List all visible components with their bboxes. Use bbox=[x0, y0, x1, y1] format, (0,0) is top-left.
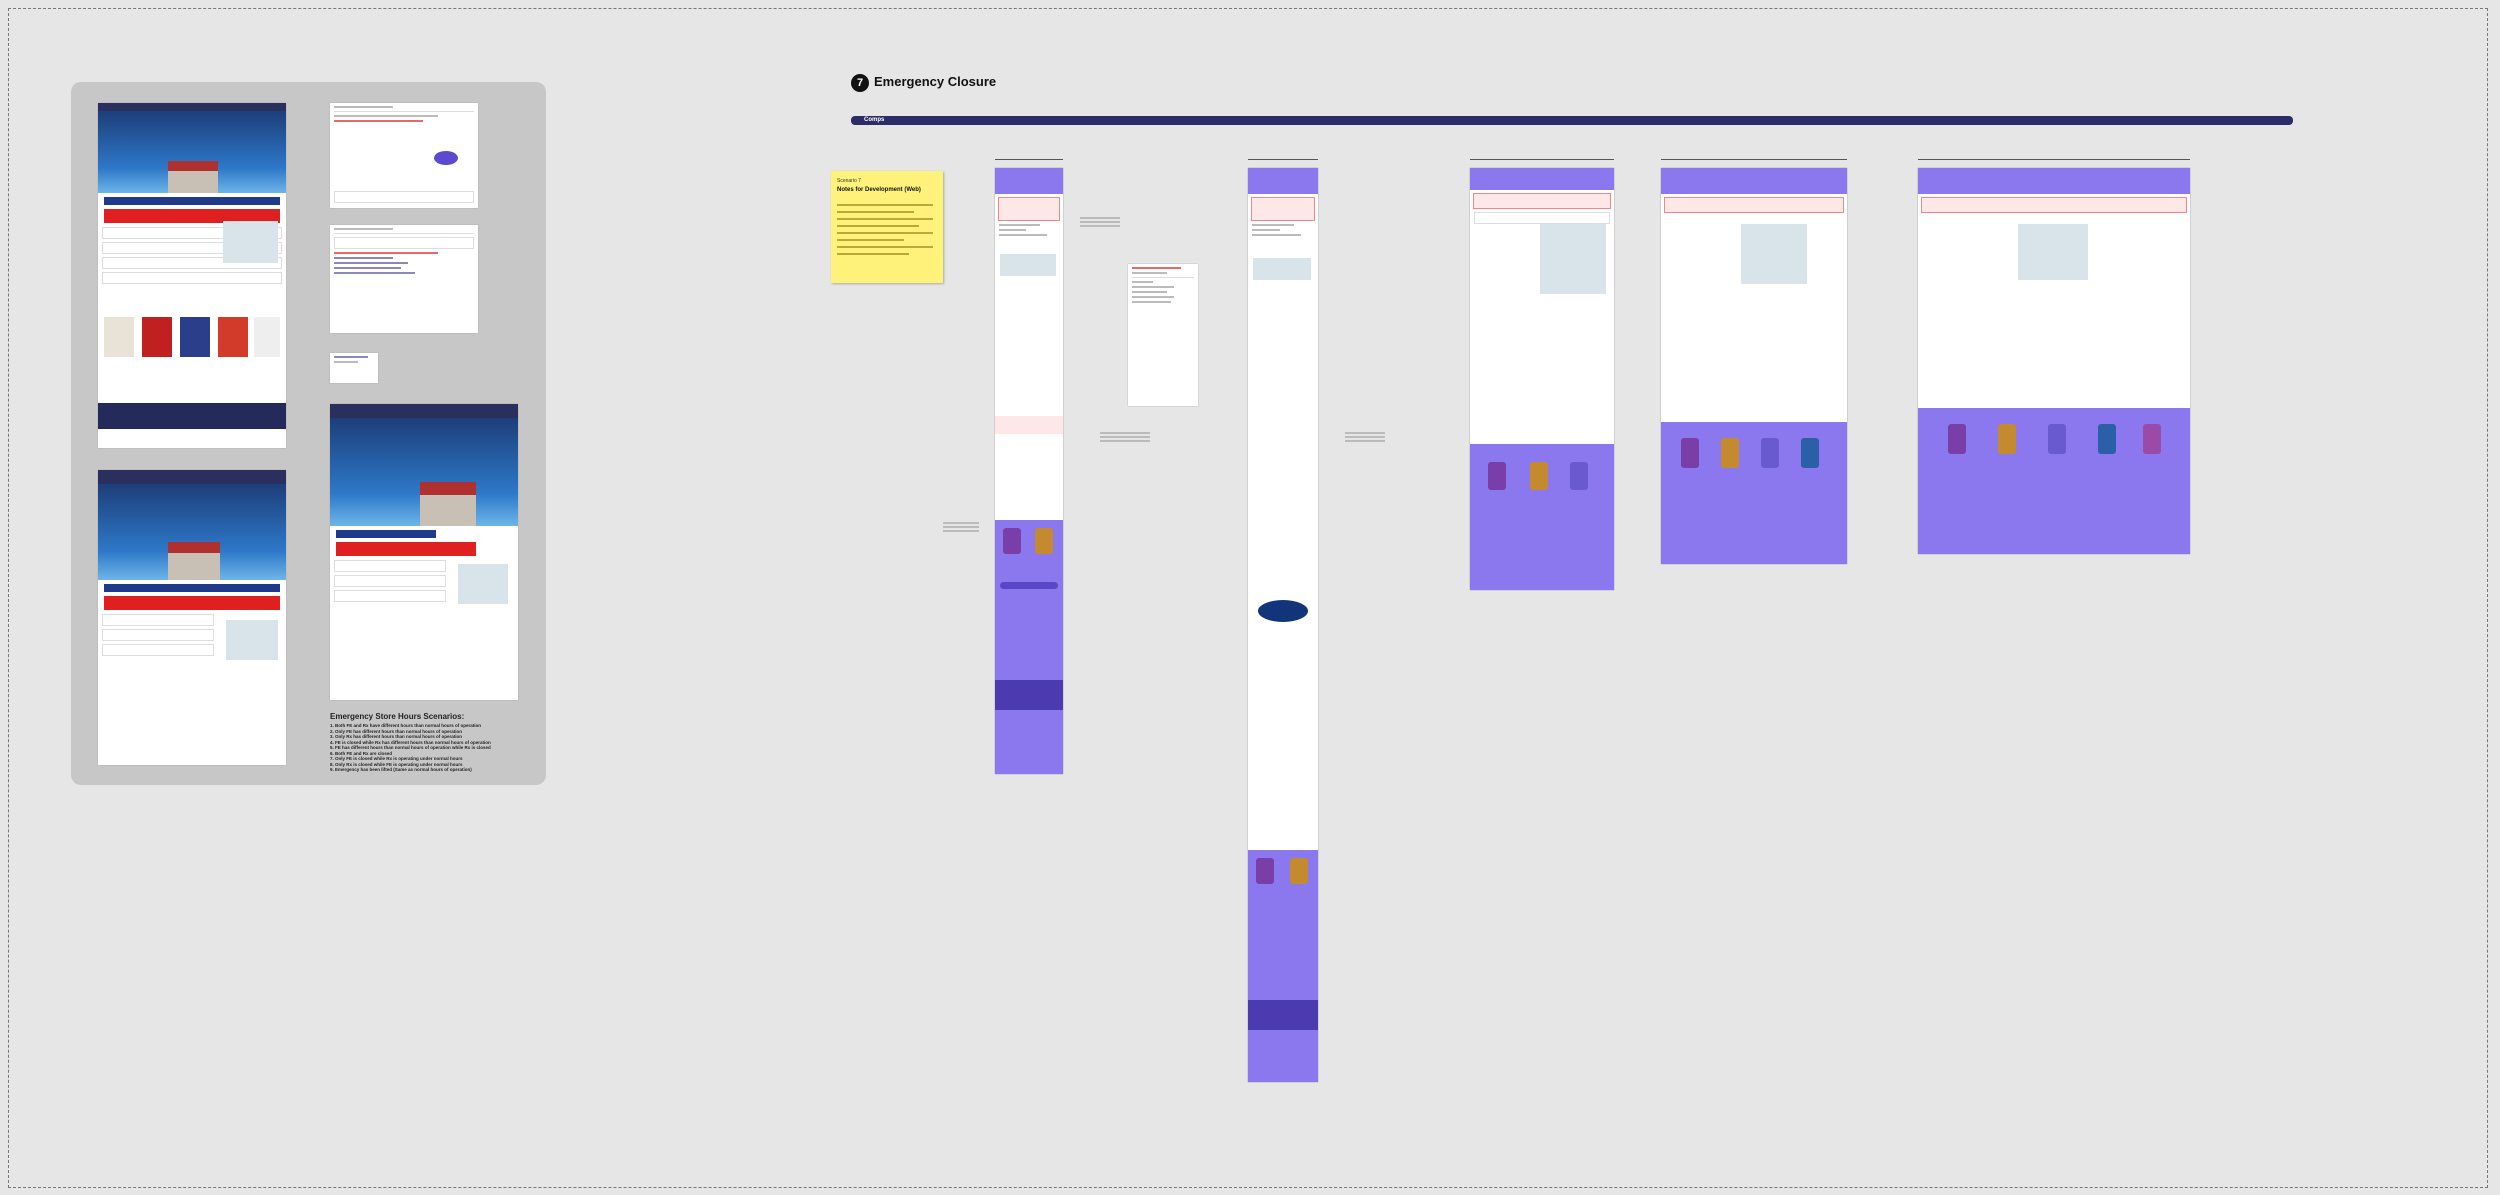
sticky-note: Scenario 7 Notes for Development (Web) bbox=[831, 171, 943, 283]
mobile-comp-2 bbox=[1248, 168, 1318, 1082]
small-card bbox=[330, 353, 378, 383]
scenario-item: 5. FE has different hours than normal ho… bbox=[330, 745, 491, 750]
page-title: Emergency Closure bbox=[874, 74, 997, 89]
scenario-heading: Emergency Store Hours Scenarios: bbox=[330, 712, 465, 721]
column-header-line bbox=[1661, 159, 1847, 160]
column-header-line bbox=[1470, 159, 1614, 160]
sticky-scenario: Scenario 7 bbox=[837, 178, 861, 184]
mobile-comp-1 bbox=[995, 168, 1063, 774]
scenario-item: 8. Only Rx is closed while FE is operati… bbox=[330, 761, 463, 767]
comps-bar bbox=[851, 116, 2293, 125]
scenario-item: 2. Only FE has different hours than norm… bbox=[330, 728, 463, 734]
scenario-item: 4. FE is closed while Rx has different h… bbox=[330, 739, 491, 745]
scenario-item: 6. Both FE and Rx are closed bbox=[330, 750, 393, 756]
desktop-comp-2 bbox=[1661, 168, 1847, 564]
scenario-item: 7. Only FE is closed while Rx is operati… bbox=[330, 756, 463, 761]
column-header-line bbox=[1918, 159, 2190, 160]
mobile-mock-1 bbox=[98, 103, 286, 448]
column-header-line bbox=[995, 159, 1063, 160]
side-dialog bbox=[1128, 264, 1198, 406]
sticky-heading: Notes for Development (Web) bbox=[837, 187, 921, 193]
desktop-comp-1 bbox=[1470, 168, 1614, 590]
info-card-2 bbox=[330, 225, 478, 333]
desktop-mock-1 bbox=[330, 404, 518, 700]
scenario-item: 3. Only Rx has different hours than norm… bbox=[330, 734, 463, 739]
annotation-note bbox=[1100, 430, 1150, 444]
canvas-border bbox=[8, 8, 2488, 1188]
annotation-note bbox=[1345, 430, 1385, 444]
column-header-line bbox=[1248, 159, 1318, 160]
mobile-mock-2 bbox=[98, 470, 286, 765]
comps-label: Comps bbox=[864, 117, 885, 123]
annotation-note bbox=[943, 520, 979, 534]
desktop-comp-3 bbox=[1918, 168, 2190, 554]
scenario-item: 9. Emergency has been lifted (Same as no… bbox=[330, 767, 472, 772]
info-card-1 bbox=[330, 103, 478, 208]
scenario-item: 1. Both FE and Rx have different hours t… bbox=[330, 723, 482, 728]
scenario-list: Emergency Store Hours Scenarios: 1. Both… bbox=[330, 712, 560, 773]
section-number-badge: 7 bbox=[851, 74, 869, 92]
annotation-note bbox=[1080, 215, 1120, 229]
